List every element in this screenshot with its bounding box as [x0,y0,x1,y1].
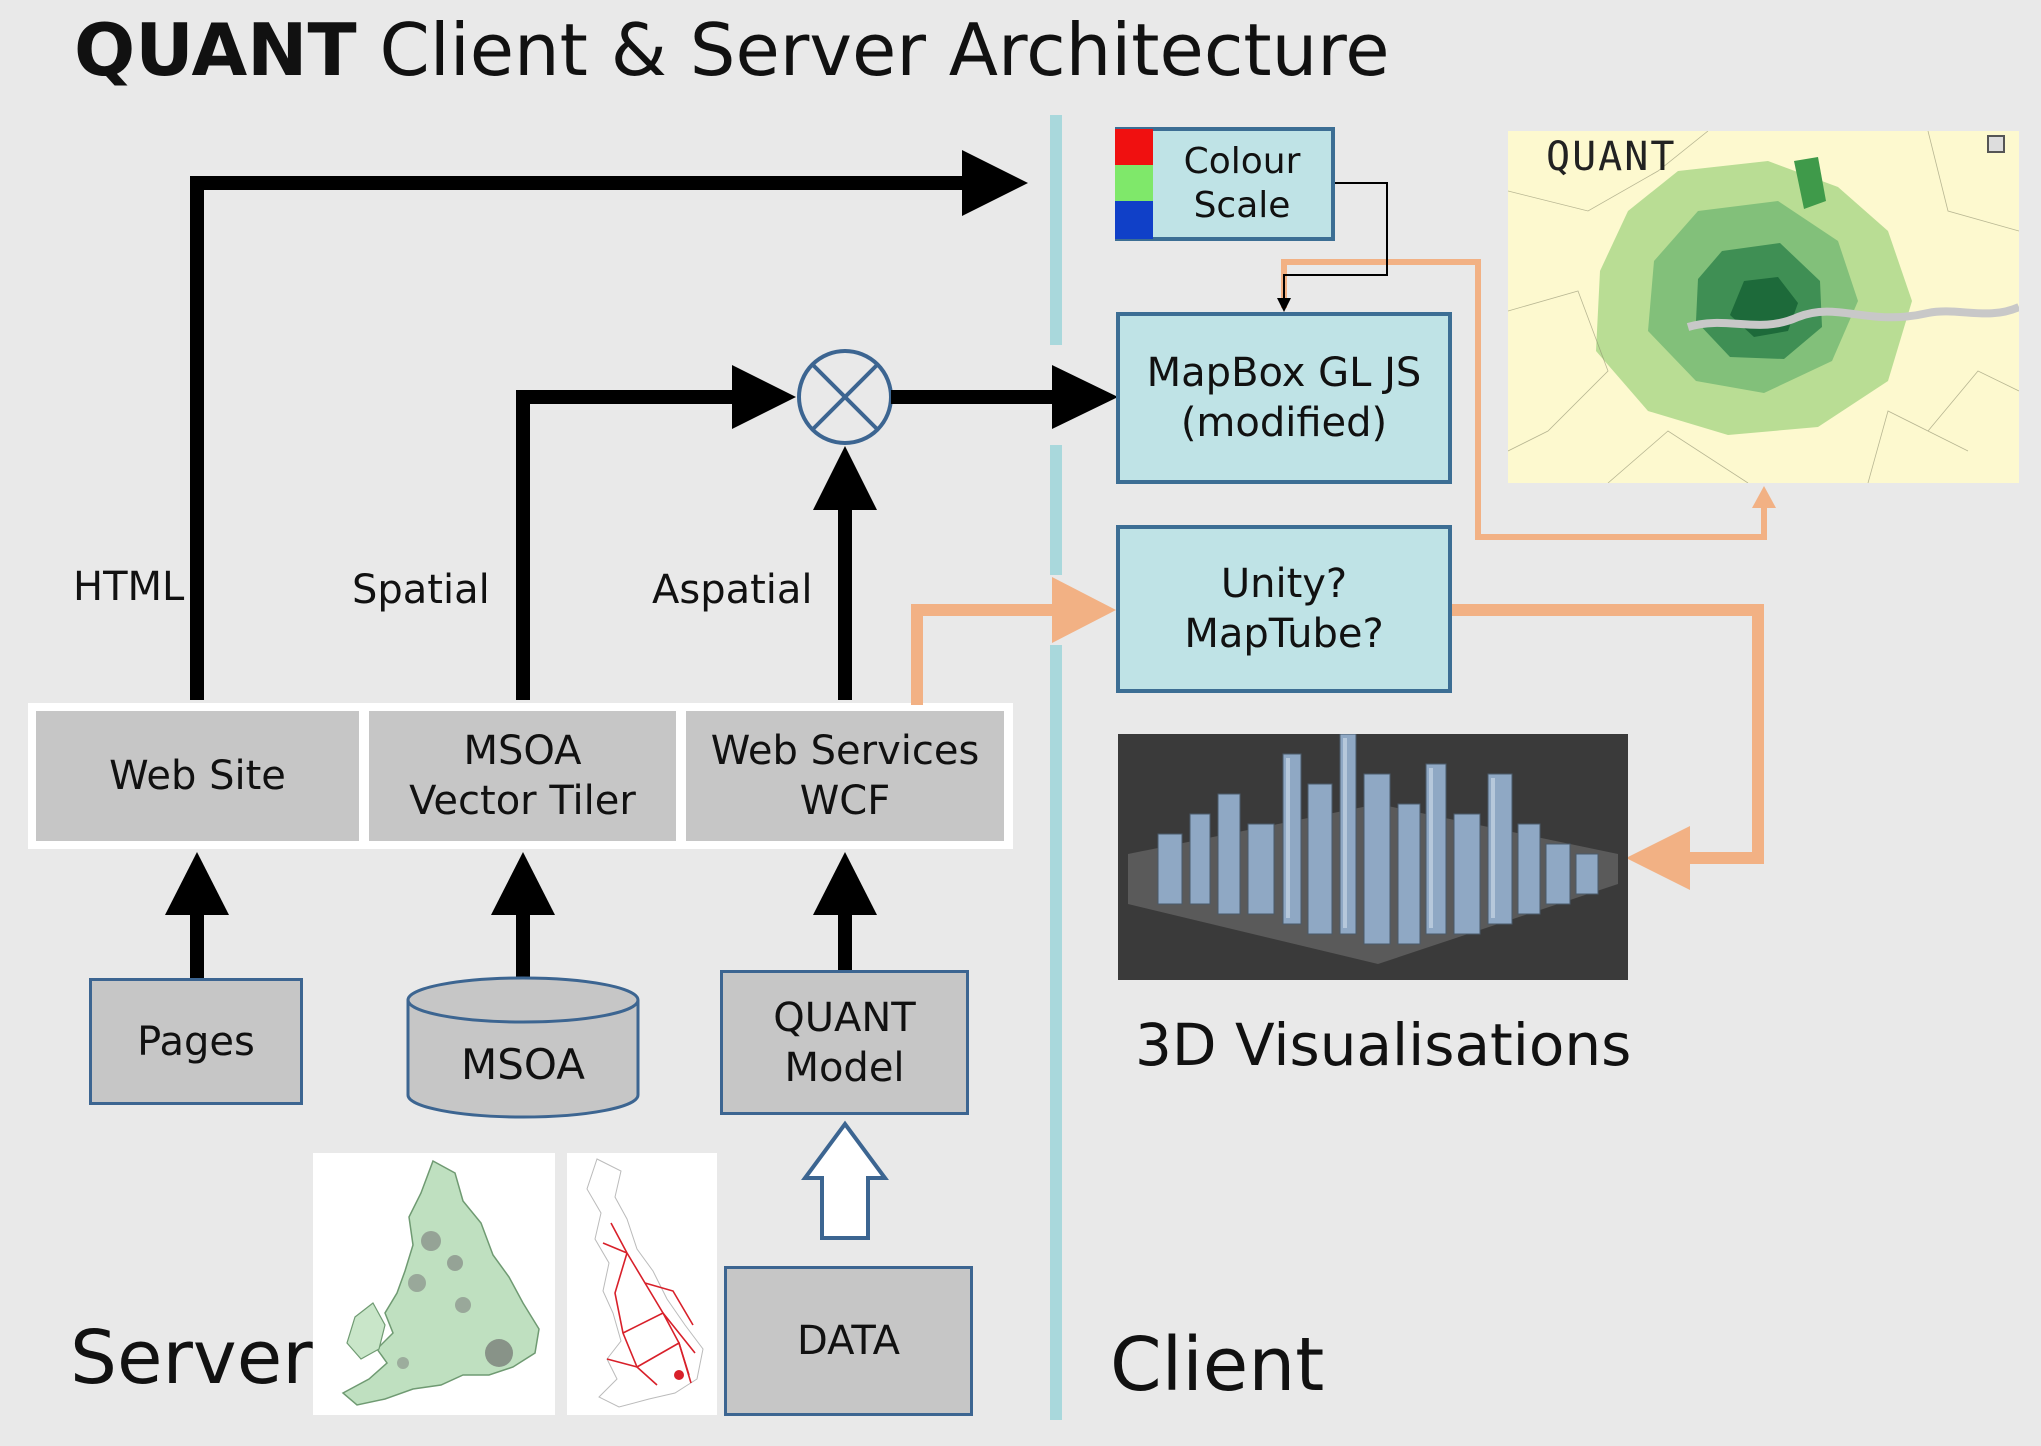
map-thumb-logo: QUANT [1546,134,1677,180]
mapbox-label-1: MapBox GL JS [1146,350,1422,396]
html-arrow [190,150,1028,700]
web-services-label-2: WCF [799,778,891,824]
map-thumb-corner-icon [1987,135,2005,153]
quant-model-box: QUANT Model [720,970,969,1115]
3d-visualisations-label: 3D Visualisations [1135,1011,1632,1079]
diagram-title: QUANT Client & Server Architecture [74,6,1390,94]
hollow-up-arrow-icon [801,1120,889,1240]
pages-box: Pages [89,978,303,1105]
aspatial-arrow [813,446,877,700]
web-services-label-1: Web Services [710,728,980,774]
blue-swatch [1115,201,1153,239]
title-rest: Client & Server Architecture [356,8,1390,92]
vector-tiler-tile: MSOA Vector Tiler [369,711,676,841]
web-site-tile: Web Site [36,711,359,841]
unity-label-1: Unity? [1220,561,1348,607]
title-bold: QUANT [74,8,357,92]
msoa-database-icon [406,976,640,1119]
uk-network-icon [586,1158,704,1408]
colour-scale-label-2: Scale [1193,185,1291,226]
html-label: HTML [73,564,185,610]
mapbox-label-2: (modified) [1180,400,1388,446]
vector-tiler-label-2: Vector Tiler [409,778,636,824]
england-msoa-map-image [313,1153,555,1415]
data-box: DATA [724,1266,973,1416]
web-site-label: Web Site [109,753,286,799]
england-map-icon [341,1159,540,1406]
mapbox-to-map-connector [1281,259,1776,540]
spatial-arrow [516,365,796,700]
msoa-to-tiler-arrow [491,852,555,978]
quant-model-label-1: QUANT [773,994,916,1041]
colour-to-mapbox-connector [1277,182,1388,312]
services-to-unity-connector [911,577,1116,705]
pages-to-website-arrow [165,852,229,978]
london-map-image: QUANT [1508,131,2019,483]
circle-cross-icon [797,349,893,445]
vector-tiler-label-1: MSOA [463,728,582,774]
data-label: DATA [796,1318,901,1364]
aspatial-label: Aspatial [652,567,813,613]
unity-to-3d-connector [1450,604,1764,890]
city-3d-image [1118,734,1628,980]
client-label: Client [1110,1322,1325,1408]
pages-label: Pages [137,1018,255,1065]
model-to-services-arrow [813,852,877,970]
spatial-label: Spatial [352,567,490,613]
combiner-to-mapbox-arrow [891,365,1118,429]
unity-maptube-box: Unity? MapTube? [1116,525,1452,693]
red-swatch [1115,129,1153,165]
mapbox-box: MapBox GL JS (modified) [1116,312,1452,484]
colour-swatches [1115,129,1153,239]
msoa-label: MSOA [461,1040,585,1089]
colour-scale-label-1: Colour [1183,141,1301,182]
city-skyline-icon [1118,734,1628,980]
server-label: Server [70,1315,313,1401]
quant-model-label-2: Model [784,1044,905,1091]
unity-label-2: MapTube? [1184,611,1384,657]
uk-network-map-image [567,1153,717,1415]
web-services-tile: Web Services WCF [686,711,1004,841]
london-choropleth-icon [1508,131,2019,483]
green-swatch [1115,165,1153,201]
